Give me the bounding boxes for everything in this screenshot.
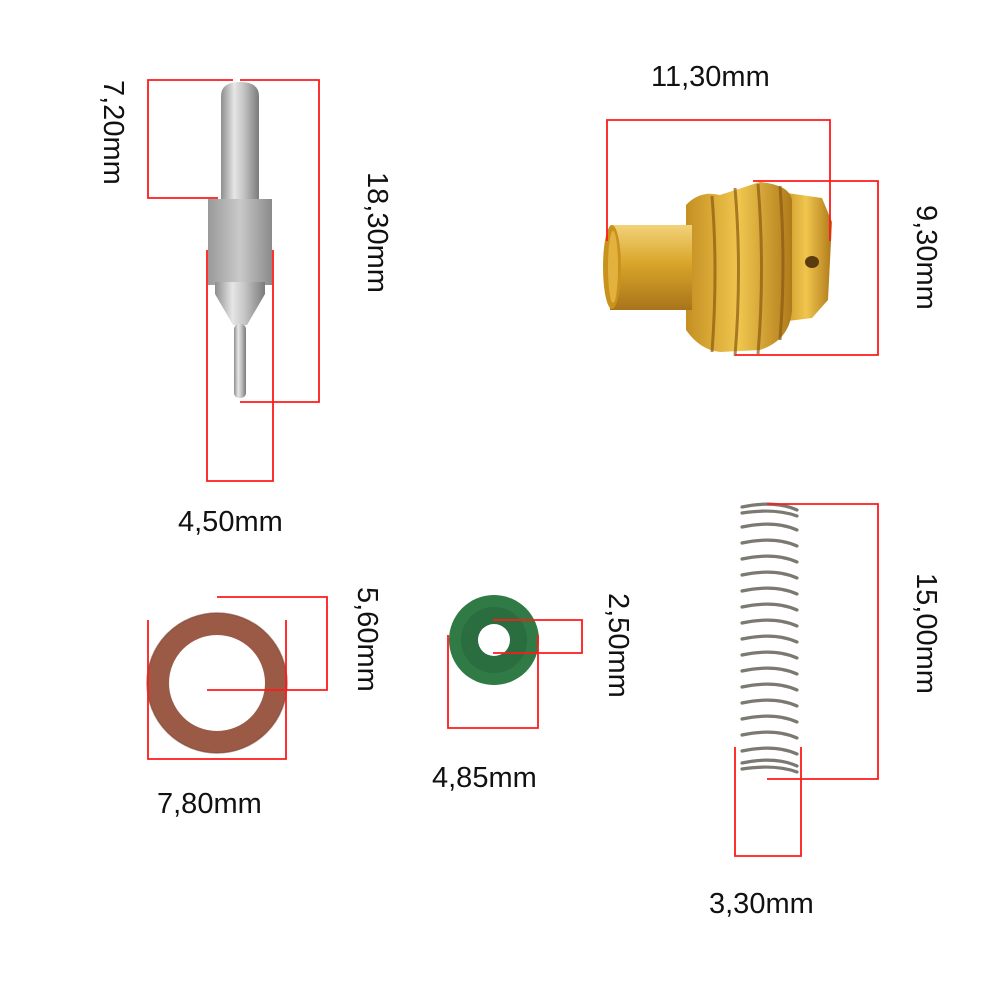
needle-top-length-label: 7,20mm <box>97 80 129 185</box>
green-seal-part <box>449 595 539 685</box>
spring-part <box>740 502 799 774</box>
washer-outer-label: 7,80mm <box>157 788 262 820</box>
washer-inner-label: 5,60mm <box>351 587 383 692</box>
copper-washer-part <box>146 612 288 754</box>
brass-seat-part <box>603 182 832 357</box>
seal-inner-label: 2,50mm <box>602 593 634 698</box>
needle-width-label: 4,50mm <box>178 506 283 538</box>
seat-length-label: 11,30mm <box>651 61 770 93</box>
seat-diameter-label: 9,30mm <box>910 205 942 310</box>
spring-length-label: 15,00mm <box>910 573 942 694</box>
needle-total-length-label: 18,30mm <box>361 172 393 293</box>
needle-part <box>208 82 272 398</box>
dimension-lines <box>147 79 879 857</box>
seal-outer-label: 4,85mm <box>432 762 537 794</box>
spring-diameter-label: 3,30mm <box>709 888 814 920</box>
